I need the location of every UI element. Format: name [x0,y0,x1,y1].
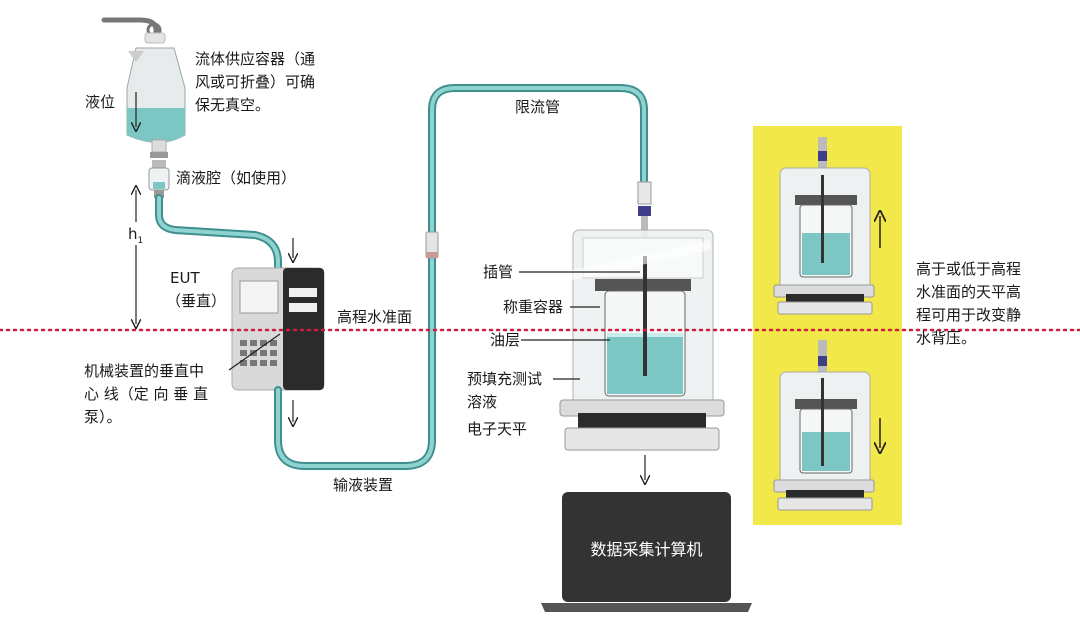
container-label: 流体供应容器（通 风或可折叠）可确 保无真空。 [195,50,316,114]
flow-restrictor-label: 限流管 [515,98,561,116]
balance-label: 电子天平 [467,420,528,438]
eut-pump [231,267,325,391]
pump-center-label: 机械装置的垂直中 心 线（定 向 垂 直 泵）。 [84,362,209,426]
balance-raised [773,137,875,315]
insert-tube-label: 插管 [483,263,514,281]
infusion-set-label: 输液装置 [333,476,394,494]
reference-plane-label: 高程水准面 [337,308,413,326]
h1-label: h1 [128,223,143,253]
daq-laptop [541,492,752,612]
balance [559,229,725,451]
h1-subscript: 1 [137,236,144,246]
balance-lowered [773,340,875,511]
eut-label: EUT [170,269,200,287]
oil-layer-label: 油层 [490,331,521,349]
liquid-level-label: 液位 [85,93,116,111]
eut-vertical-label: （垂直） [166,292,227,310]
daq-label: 数据采集计算机 [590,540,703,559]
h1-symbol: h [128,225,138,243]
weighing-container-label: 称重容器 [503,298,564,316]
drip-chamber [148,160,170,198]
iv-bag [101,17,186,158]
pump-center-pointer [228,333,281,371]
prefilled-solution-label: 预填充测试 溶液 [467,370,543,411]
drip-chamber-label: 滴液腔（如使用） [176,169,297,187]
side-note: 高于或低于高程 水准面的天平高 程可用于改变静 水背压。 [916,260,1022,347]
